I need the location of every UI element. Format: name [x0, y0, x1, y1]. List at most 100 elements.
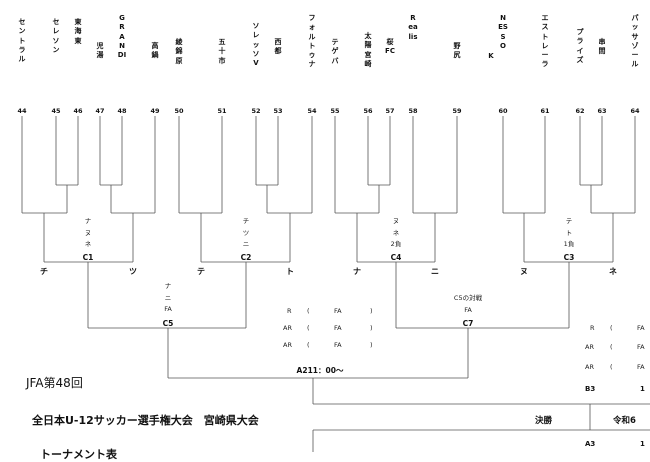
match-notes: ナ ニ FA: [164, 281, 172, 316]
official-paren: ): [370, 307, 373, 315]
seat-label: ニ: [431, 267, 439, 276]
note: ニ: [164, 293, 172, 302]
match-notes: C5の対戦 FA: [454, 293, 482, 316]
match-notes: ナ ヌ ネ: [85, 216, 92, 251]
official-value: FA: [334, 307, 342, 315]
team-name: プライズ: [576, 28, 584, 64]
final-label: 決勝: [535, 416, 553, 426]
seed-number: 64: [630, 107, 640, 115]
note: C5の対戦: [453, 294, 483, 302]
bracket-lines: [21, 116, 650, 452]
note: FA: [164, 305, 172, 313]
match-notes: テ ト 1負: [564, 216, 575, 251]
team-name: 串間: [598, 38, 606, 56]
seed-number: 56: [363, 107, 373, 115]
team-name: 五十市: [218, 38, 226, 65]
official-paren: (: [307, 341, 310, 349]
team-name: 西都: [274, 38, 282, 56]
note: 2負: [390, 240, 402, 248]
note: テ: [565, 217, 573, 225]
official-role: R: [590, 324, 595, 332]
official-role: AR: [585, 363, 594, 371]
seed-number: 55: [330, 107, 340, 115]
court-label: C3: [563, 253, 575, 262]
seed-number: 54: [307, 107, 317, 115]
page-title: JFA第48回: [26, 376, 83, 390]
team-name: 高鍋: [151, 42, 159, 60]
official-role: AR: [283, 341, 292, 349]
team-name: NESSO: [498, 14, 508, 50]
team-name: フォルトゥナ: [308, 14, 316, 69]
seed-number: 61: [540, 107, 550, 115]
tournament-title: 全日本U-12サッカー選手権大会 宮崎県大会: [32, 414, 259, 427]
note: FA: [464, 305, 472, 314]
official-paren: ): [370, 324, 373, 332]
note: ト: [565, 228, 573, 237]
bracket-page: セントラル セレソン 東海東 児湯 GRANDI 高鍋 綾錦原 五十市 ソレッソ…: [17, 14, 650, 461]
seat-label: テ: [197, 267, 205, 276]
team-name: Realis: [408, 14, 418, 41]
team-name: ソレッソV: [252, 22, 260, 68]
match-notes: ヌ ネ 2負: [391, 216, 402, 251]
court-label: C7: [462, 319, 474, 328]
seed-number: 63: [597, 107, 607, 115]
note: ネ: [84, 240, 92, 248]
court-label: C5: [162, 319, 174, 328]
official-paren: (: [307, 307, 310, 315]
official-paren: ): [370, 341, 373, 349]
official-role: AR: [585, 343, 594, 351]
seed-number: 57: [385, 107, 395, 115]
seed-number: 51: [217, 107, 227, 115]
court-label: C4: [390, 253, 402, 262]
official-value: FA: [637, 343, 645, 351]
team-name: 野尻: [453, 42, 461, 60]
seed-number: 52: [251, 107, 261, 115]
seat-label: ト: [286, 267, 294, 276]
court-label: C2: [240, 253, 252, 262]
team-name: 太陽宮崎: [364, 32, 372, 68]
team-name: 東海東: [74, 18, 82, 45]
team-name: 綾錦原: [175, 38, 183, 65]
seed-number: 62: [575, 107, 585, 115]
slot-label: A3: [585, 440, 596, 448]
official-value: FA: [334, 324, 342, 332]
team-name: K: [488, 52, 494, 60]
note: ツ: [242, 228, 250, 237]
official-value: FA: [334, 341, 342, 349]
note: ナ: [164, 282, 172, 290]
official-paren: (: [610, 324, 613, 332]
team-name: パッサゾール: [631, 14, 639, 69]
note: チ: [242, 217, 250, 225]
note: ネ: [392, 228, 400, 237]
seed-number: 49: [150, 107, 160, 115]
seed-number: 60: [498, 107, 508, 115]
seed-number: 58: [408, 107, 418, 115]
slot-number: 1: [640, 385, 645, 393]
seat-label: ナ: [353, 267, 361, 276]
note: ヌ: [84, 228, 92, 237]
seat-label: ネ: [609, 267, 617, 276]
official-value: FA: [637, 324, 645, 332]
official-role: R: [287, 307, 292, 315]
seed-number: 48: [117, 107, 127, 115]
note: ニ: [242, 240, 250, 248]
seed-number: 44: [17, 107, 27, 115]
official-paren: (: [610, 363, 613, 371]
team-name: 児湯: [96, 42, 104, 60]
note: ナ: [84, 217, 92, 225]
seat-label: ツ: [129, 267, 137, 276]
note: 1負: [563, 240, 575, 248]
subtitle-partial: トーナメント表: [40, 448, 117, 461]
team-name: セントラル: [18, 18, 26, 64]
court-label: C1: [82, 253, 94, 262]
slot-label: B3: [585, 385, 596, 393]
official-role: AR: [283, 324, 292, 332]
match-time: A211：00〜: [296, 366, 344, 375]
team-name: セレソン: [52, 18, 60, 54]
seed-number: 46: [73, 107, 83, 115]
seed-number: 53: [273, 107, 283, 115]
seed-number: 45: [51, 107, 61, 115]
seed-number: 50: [174, 107, 184, 115]
official-value: FA: [637, 363, 645, 371]
seat-label: チ: [40, 267, 48, 276]
